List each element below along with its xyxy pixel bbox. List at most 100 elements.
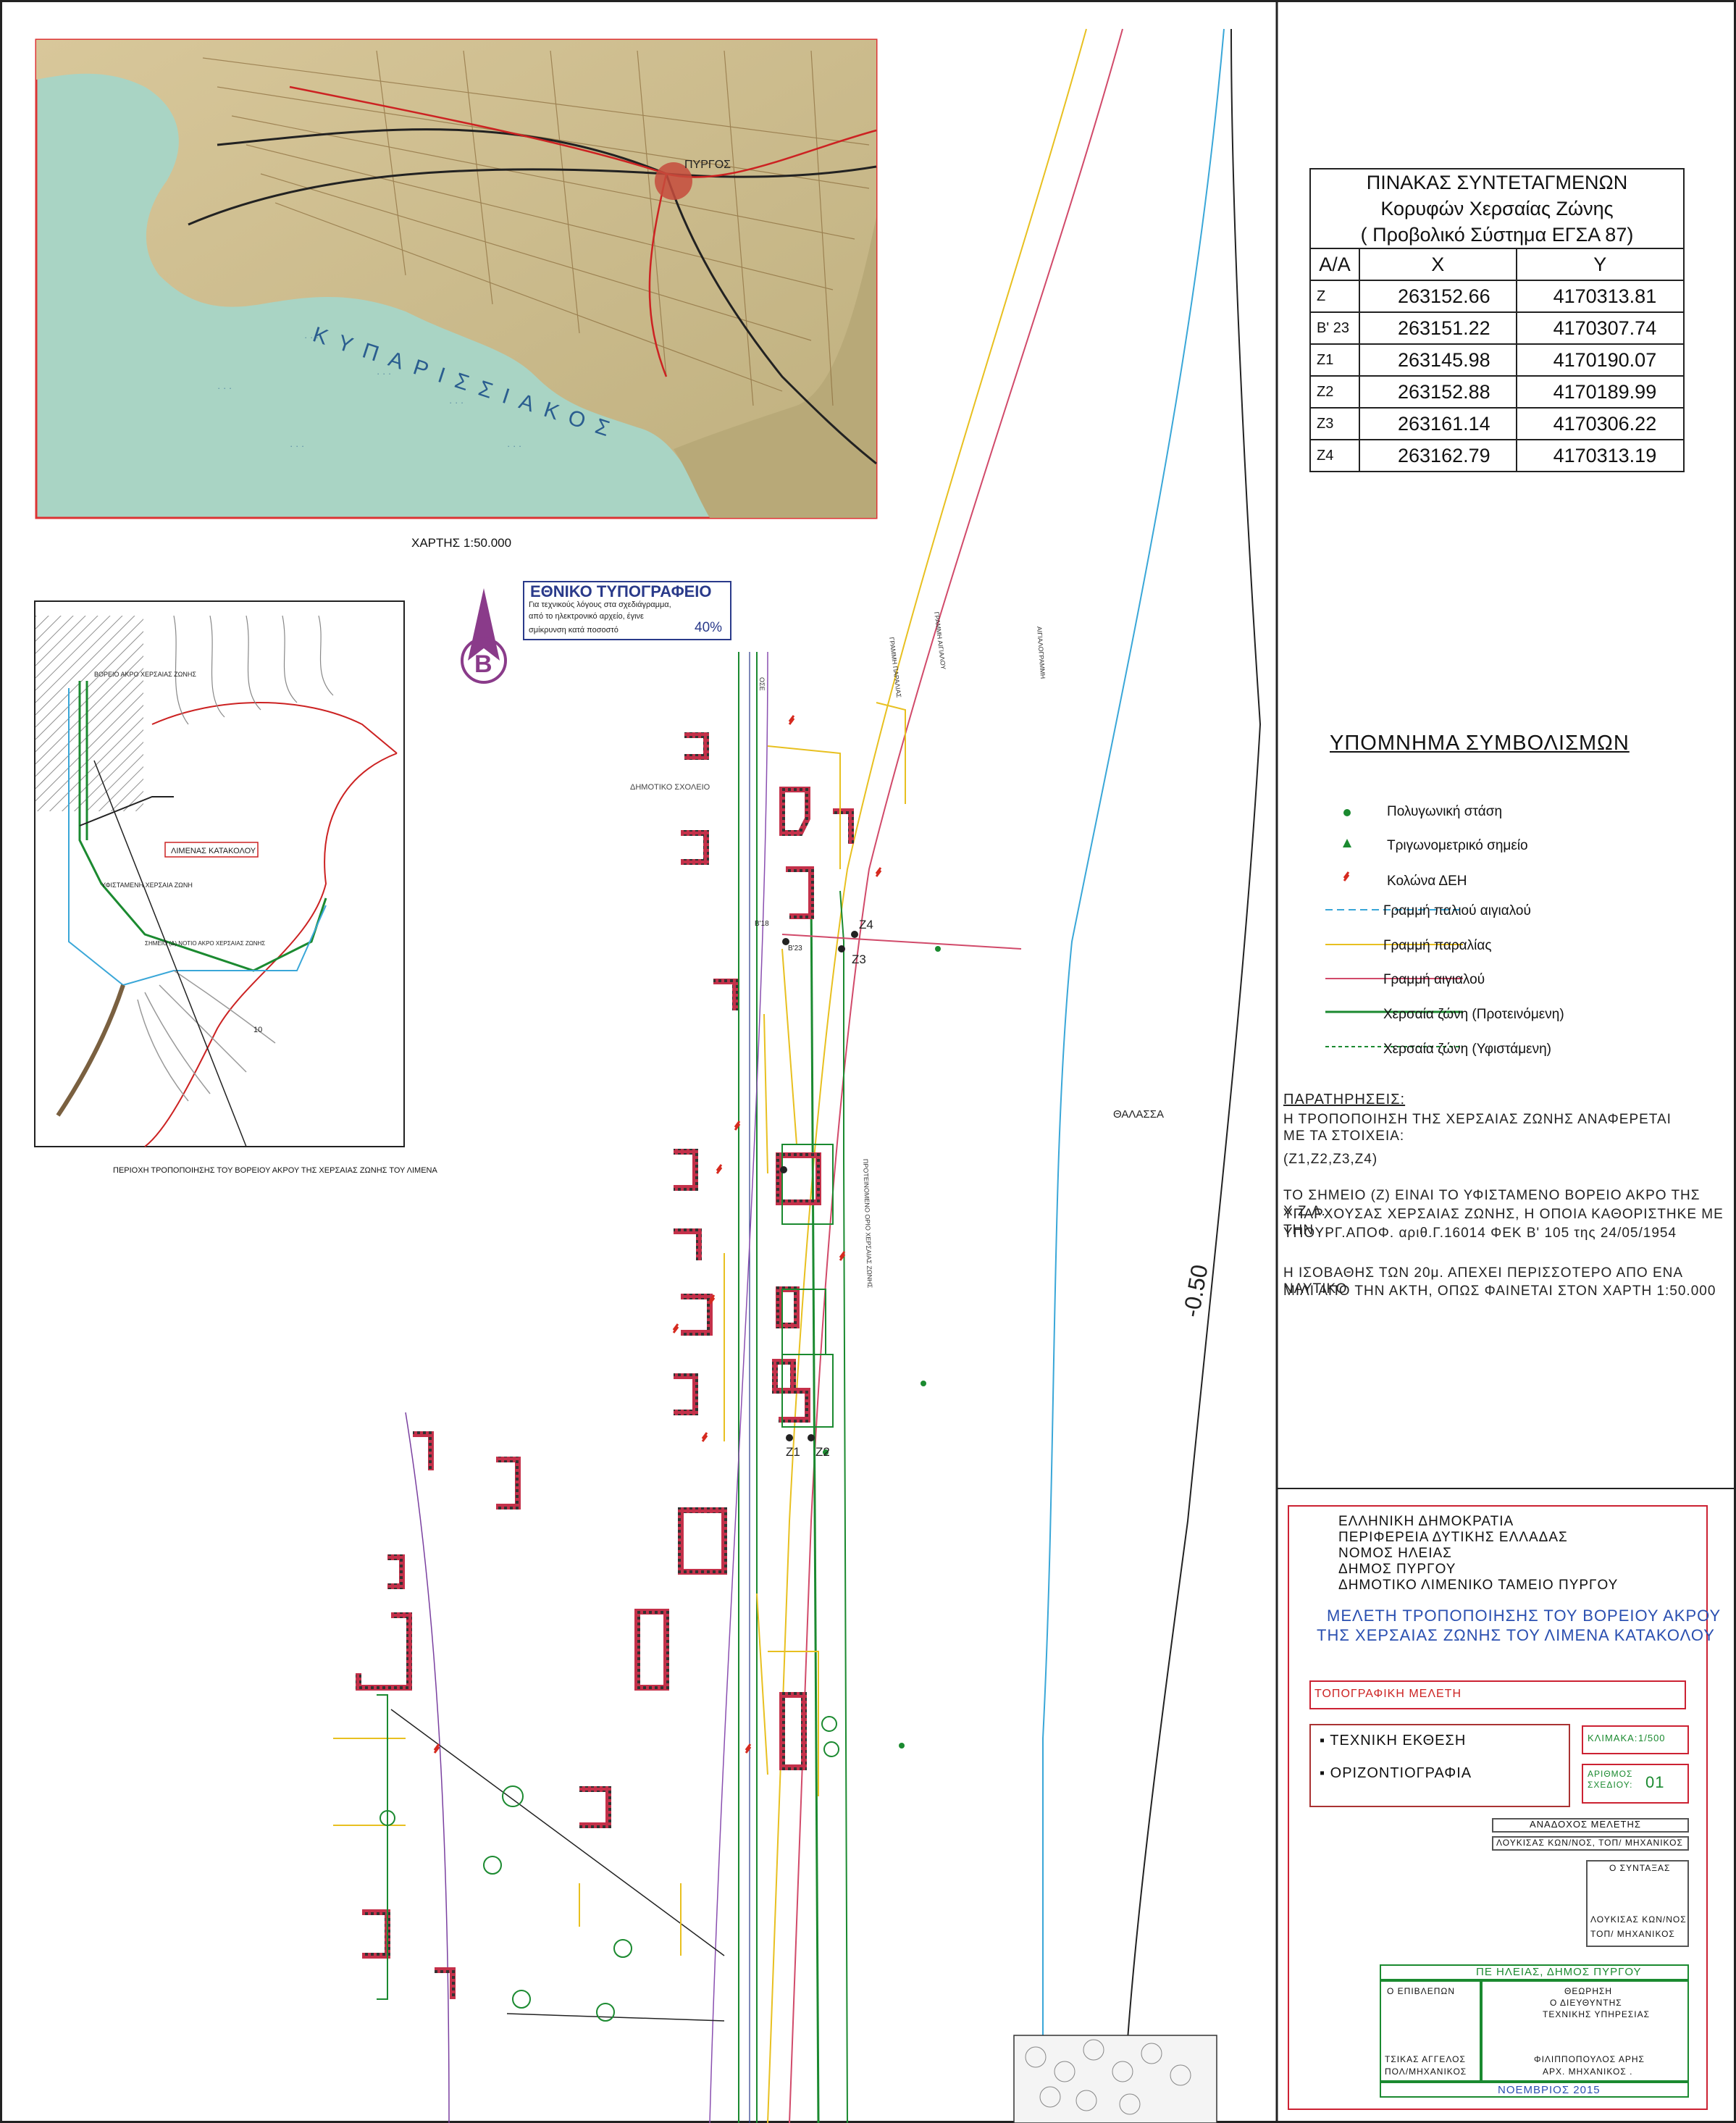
legend-item-trig-point: Τριγωνομετρικό σημείο	[1387, 838, 1528, 853]
contractor-name: ΛΟΥΚΙΣΑΣ ΚΩΝ/ΝΟΣ, ΤΟΠ/ ΜΗΧΑΝΙΚΟΣ	[1496, 1838, 1683, 1848]
table-row: Β' 23 263151.22 4170307.74	[1309, 311, 1685, 345]
title-block	[1288, 1505, 1708, 2110]
old-shore-label: ΑΙΓΙΑΛΟΓΡΑΜΜΗ	[1036, 626, 1047, 679]
legend-item-polygon-station: Πολυγωνική στάση	[1387, 804, 1503, 819]
author-label: Ο ΣΥΝΤΑΞΑΣ	[1609, 1863, 1671, 1873]
notes-line7: Η ΙΣΟΒΑΘΗΣ ΤΩΝ 20μ. ΑΠΕΧΕΙ ΠΕΡΙΣΣΟΤΕΡΟ Α…	[1283, 1265, 1683, 1297]
notes-line3: (Ζ1,Ζ2,Ζ3,Ζ4)	[1283, 1152, 1378, 1167]
approval-line3: ΤΕΧΝΙΚΗΣ ΥΠΗΡΕΣΙΑΣ	[1543, 2009, 1651, 2019]
topographic-plan: B	[333, 28, 1262, 2123]
scale-value: 1/500	[1638, 1733, 1666, 1743]
table-row: Ζ 263152.66 4170313.81	[1309, 280, 1685, 313]
svg-text:· · ·: · · ·	[304, 332, 319, 343]
row-y: 4170313.81	[1515, 280, 1685, 313]
contractor-label: ΑΝΑΔΟΧΟΣ ΜΕΛΕΤΗΣ	[1530, 1819, 1641, 1830]
legend-item-old-shore: Γραμμή παλιού αιγιαλού	[1383, 903, 1531, 918]
row-id: Ζ1	[1309, 343, 1360, 377]
legend-item-proposed-zone: Χερσαία ζώνη (Προτεινόμενη)	[1383, 1007, 1564, 1022]
proposed-zone-label: ΠΡΟΤΕΙΝΟΜΕΝΟ ΟΡΙΟ ΧΕΡΣΑΙΑΣ ΖΩΝΗΣ	[862, 1159, 873, 1289]
depth-label: 10	[253, 1026, 262, 1034]
port-label: ΛΙΜΕΝΑΣ ΚΑΤΑΚΟΛΟΥ	[171, 847, 256, 855]
notes-heading: ΠΑΡΑΤΗΡΗΣΕΙΣ:	[1283, 1092, 1406, 1107]
row-id: Β' 23	[1309, 311, 1360, 345]
table-row: Ζ3 263161.14 4170306.22	[1309, 407, 1685, 440]
notes-line2: ΜΕ ΤΑ ΣΤΟΙΧΕΙΑ:	[1283, 1129, 1405, 1144]
notice-title: ΕΘΝΙΚΟ ΤΥΠΟΓΡΑΦΕΙΟ	[530, 582, 712, 600]
supervisor-box	[1380, 1980, 1481, 2082]
authority-line5: ΔΗΜΟΤΙΚΟ ΛΙΜΕΝΙΚΟ ΤΑΜΕΙΟ ΠΥΡΓΟΥ	[1338, 1578, 1619, 1593]
authority-footer: ΠΕ ΗΛΕΙΑΣ, ΔΗΜΟΣ ΠΥΡΓΟΥ	[1476, 1966, 1642, 1978]
author-name-1: ΛΟΥΚΙΣΑΣ ΚΩΝ/ΝΟΣ	[1590, 1914, 1687, 1925]
isobath-label: -0.50	[1178, 1263, 1212, 1319]
row-x: 263145.98	[1359, 343, 1517, 377]
table-row: Ζ2 263152.88 4170189.99	[1309, 375, 1685, 409]
director-name-1: ΦΙΛΙΠΠΟΠΟΥΛΟΣ ΑΡΗΣ	[1534, 2054, 1645, 2064]
authority-line2: ΠΕΡΙΦΕΡΕΙΑ ΔΥΤΙΚΗΣ ΕΛΛΑΔΑΣ	[1338, 1530, 1568, 1545]
notes-line4: ΤΟ ΣΗΜΕΙΟ (Ζ) ΕΙΝΑΙ ΤΟ ΥΦΙΣΤΑΜΕΝΟ ΒΟΡΕΙΟ…	[1283, 1188, 1701, 1219]
row-x: 263152.88	[1359, 375, 1517, 409]
supervisor-name-1: ΤΣΙΚΑΣ ΑΓΓΕΛΟΣ	[1385, 2054, 1466, 2064]
old-shoreline-line	[1041, 28, 1225, 2123]
legend-triangle-symbol	[1343, 839, 1351, 847]
row-id: Ζ3	[1309, 407, 1360, 440]
authority-line3: ΝΟΜΟΣ ΗΛΕΙΑΣ	[1338, 1546, 1452, 1561]
isobath-line	[1122, 28, 1262, 2123]
coords-title-1: ΠΙΝΑΚΑΣ ΣΥΝΤΕΤΑΓΜΕΝΩΝ	[1309, 168, 1685, 196]
legend-point-symbol	[1343, 809, 1351, 816]
svg-text:· · ·: · · ·	[449, 397, 464, 408]
beach-line-label: ΓΡΑΜΜΗ ΠΑΡΑΛΙΑΣ	[888, 637, 902, 698]
point-z2: Ζ2	[815, 1445, 830, 1459]
row-x: 263152.66	[1359, 280, 1517, 313]
approval-line1: ΘΕΩΡΗΣΗ	[1564, 1986, 1613, 1996]
content-item-2: ▪ ΟΡΙΖΟΝΤΙΟΓΡΑΦΙΑ	[1320, 1765, 1472, 1781]
row-id: Ζ	[1309, 280, 1360, 313]
point-z4: Ζ4	[859, 918, 873, 931]
notice-percent: 40%	[695, 620, 723, 635]
point-z3: Ζ3	[852, 952, 866, 966]
content-item-2-label: ΟΡΙΖΟΝΤΙΟΓΡΑΦΙΑ	[1330, 1765, 1472, 1781]
north-end-label: ΒΟΡΕΙΟ ΑΚΡΟ ΧΕΡΣΑΙΑΣ ΖΩΝΗΣ	[94, 671, 196, 678]
row-id: Ζ2	[1309, 375, 1360, 409]
row-id: Ζ4	[1309, 439, 1360, 472]
supervisor-label: Ο ΕΠΙΒΛΕΠΩΝ	[1387, 1986, 1455, 1996]
notice-line2: από το ηλεκτρονικό αρχείο, έγινε	[529, 612, 644, 621]
shore-line-label: ΓΡΑΜΜΗ ΑΙΓΙΑΛΟΥ	[933, 611, 947, 670]
point-b18: Β'18	[755, 920, 769, 928]
coordinates-table: ΠΙΝΑΚΑΣ ΣΥΝΤΕΤΑΓΜΕΝΩΝ Κορυφών Χερσαίας Ζ…	[1309, 168, 1685, 472]
legend-item-power-pole: Κολώνα ΔΕΗ	[1387, 874, 1467, 889]
school-label: ΔΗΜΟΤΙΚΟ ΣΧΟΛΕΙΟ	[630, 783, 710, 792]
study-type-box	[1309, 1680, 1686, 1709]
legend-item-existing-zone: Χερσαία ζώνη (Υφιστάμενη)	[1383, 1042, 1552, 1057]
date: ΝΟΕΜΒΡΙΟΣ 2015	[1498, 2084, 1601, 2096]
notes-line5: ΥΠΑΡΧΟΥΣΑΣ ΧΕΡΣΑΙΑΣ ΖΩΝΗΣ, Η ΟΠΟΙΑ ΚΑΘΟΡ…	[1283, 1207, 1724, 1238]
study-type: ΤΟΠΟΓΡΑΦΙΚΗ ΜΕΛΕΤΗ	[1314, 1688, 1462, 1700]
town-label: ΠΥΡΓΟΣ	[684, 159, 731, 171]
project-title-line1: ΜΕΛΕΤΗ ΤΡΟΠΟΠΟΙΗΣΗΣ ΤΟΥ ΒΟΡΕΙΟΥ ΑΚΡΟΥ	[1327, 1607, 1722, 1625]
author-box	[1586, 1860, 1689, 1947]
supervisor-name-2: ΠΟΛ/ΜΗΧΑΝΙΚΟΣ	[1385, 2067, 1467, 2077]
drawing-number-label-2: ΣΧΕΔΙΟΥ:	[1588, 1780, 1633, 1790]
drawing-number-box	[1582, 1764, 1689, 1804]
notes-line1: Η ΤΡΟΠΟΠΟΙΗΣΗ ΤΗΣ ΧΕΡΣΑΙΑΣ ΖΩΝΗΣ ΑΝΑΦΕΡΕ…	[1283, 1112, 1672, 1127]
approval-line2: Ο ΔΙΕΥΘΥΝΤΗΣ	[1550, 1998, 1622, 2008]
existing-zone-label: ΥΦΙΣΤΑΜΕΝΗ ΧΕΡΣΑΙΑ ΖΩΝΗ	[101, 882, 193, 889]
contents-box	[1309, 1724, 1570, 1807]
author-name-2: ΤΟΠ/ ΜΗΧΑΝΙΚΟΣ	[1590, 1929, 1675, 1939]
point-b23: Β'23	[788, 945, 802, 952]
contractor-name-box	[1492, 1836, 1689, 1851]
svg-text:· · ·: · · ·	[507, 440, 521, 451]
beach-line	[767, 28, 1087, 2123]
contractor-label-box	[1492, 1818, 1689, 1833]
date-box	[1380, 2082, 1689, 2098]
row-y: 4170306.22	[1515, 407, 1685, 440]
coords-header-x: X	[1359, 248, 1517, 281]
north-arrow-icon: B	[461, 588, 507, 684]
coords-header-y: Y	[1515, 248, 1685, 281]
notice-line3: σμίκρυνση κατά ποσοστό	[529, 626, 618, 635]
point-z1: Ζ1	[786, 1445, 800, 1459]
south-end-label: ΣΗΜΕΙΟ (Δ) ΝΟΤΙΟ ΑΚΡΟ ΧΕΡΣΑΙΑΣ ΖΩΝΗΣ	[145, 940, 265, 947]
row-x: 263162.79	[1359, 439, 1517, 472]
svg-text:· · ·: · · ·	[290, 440, 304, 451]
row-x: 263161.14	[1359, 407, 1517, 440]
